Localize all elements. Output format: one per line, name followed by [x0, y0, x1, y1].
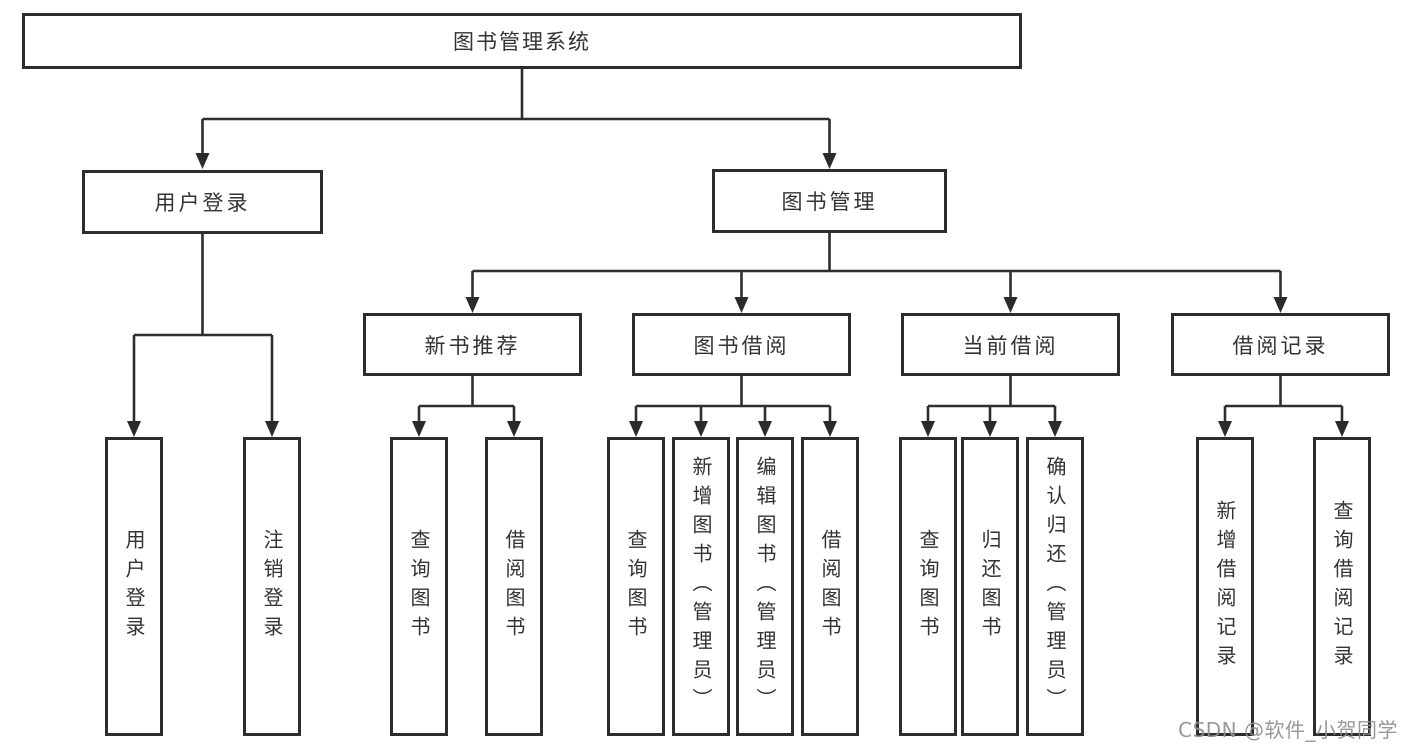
- node-borrow-record: 借阅记录: [1171, 313, 1390, 376]
- leaf-confirm-return-admin: 确认归还（管理员）: [1026, 437, 1084, 736]
- edge-current-borrow-children: [926, 376, 1057, 424]
- node-new-book-recommend: 新书推荐: [363, 313, 582, 376]
- leaf-logout: 注销登录: [243, 437, 301, 736]
- leaf-user-login: 用户登录: [105, 437, 163, 736]
- edge-book-mgmt-children: [471, 233, 1282, 300]
- leaf-borrow-books: 借阅图书: [801, 437, 859, 736]
- csdn-watermark: CSDN @软件_小贺同学: [1178, 718, 1398, 742]
- node-user-login: 用户登录: [82, 170, 323, 234]
- edge-new-book-children: [417, 376, 516, 424]
- leaf-query-borrow-record: 查询借阅记录: [1313, 437, 1371, 736]
- node-library-system: 图书管理系统: [22, 13, 1022, 69]
- leaf-return-books: 归还图书: [961, 437, 1019, 736]
- edge-root-to-level2: [201, 68, 831, 155]
- edge-borrow-record-children: [1223, 376, 1344, 424]
- edge-user-login-children: [132, 234, 274, 424]
- node-current-borrow: 当前借阅: [901, 313, 1120, 376]
- edge-book-borrow-children: [634, 376, 832, 424]
- leaf-add-borrow-record: 新增借阅记录: [1196, 437, 1254, 736]
- node-book-borrow: 图书借阅: [632, 313, 851, 376]
- leaf-edit-books-admin: 编辑图书（管理员）: [736, 437, 794, 736]
- node-book-management: 图书管理: [712, 169, 947, 233]
- leaf-borrow-books-recommend: 借阅图书: [485, 437, 543, 736]
- leaf-query-books-recommend: 查询图书: [390, 437, 448, 736]
- leaf-query-books-current: 查询图书: [899, 437, 957, 736]
- leaf-query-books-borrow: 查询图书: [607, 437, 665, 736]
- leaf-add-books-admin: 新增图书（管理员）: [672, 437, 730, 736]
